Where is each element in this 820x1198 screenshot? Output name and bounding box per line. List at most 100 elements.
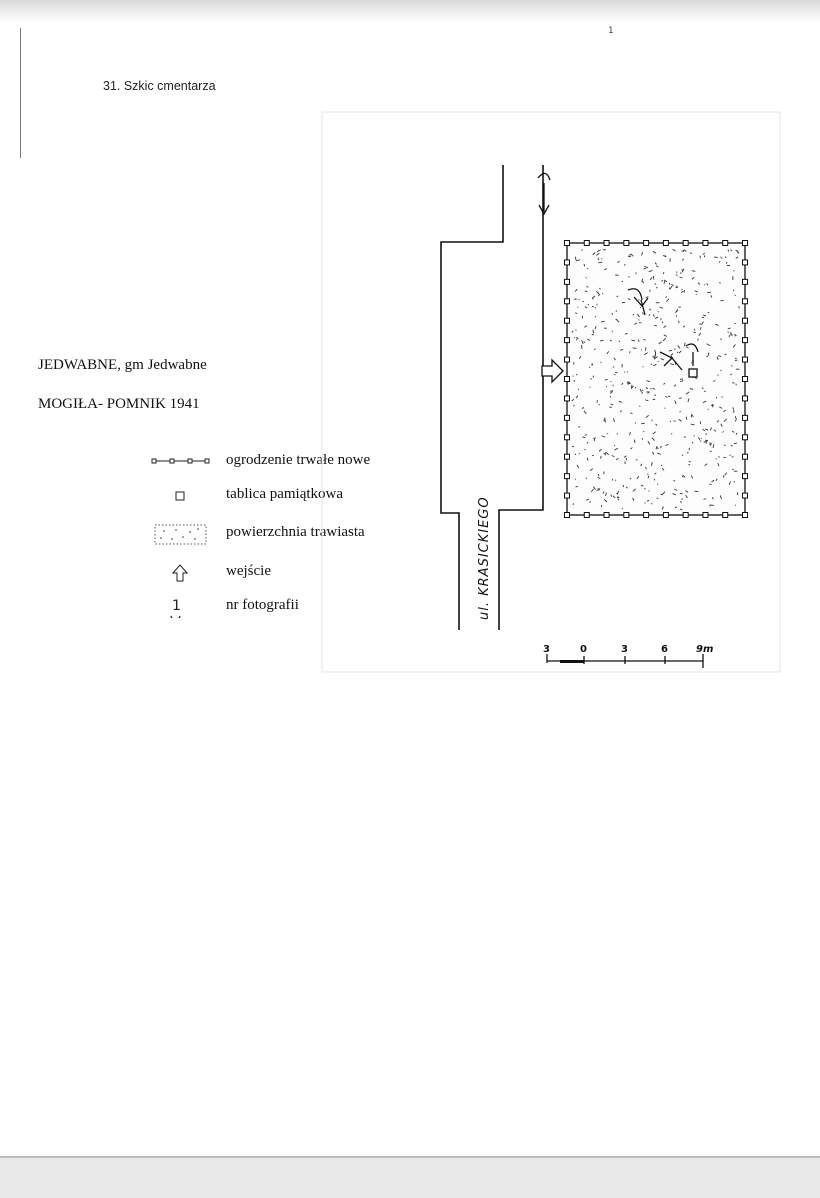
grass-mark — [663, 279, 668, 283]
grass-mark — [678, 350, 682, 354]
grass-mark — [614, 371, 618, 374]
grass-mark — [712, 444, 715, 449]
grass-mark — [630, 384, 633, 389]
grass-mark — [695, 293, 697, 296]
grass-mark — [673, 384, 677, 387]
grass-mark — [654, 349, 657, 353]
fence-post — [564, 317, 570, 324]
grass-mark — [641, 280, 645, 284]
grass-mark — [609, 339, 612, 342]
grass-mark — [689, 252, 692, 254]
grass-mark — [634, 322, 638, 325]
grass-mark — [729, 332, 732, 335]
grass-mark — [575, 312, 578, 314]
grass-mark — [606, 351, 610, 355]
grass-mark — [654, 283, 657, 285]
grass-mark — [583, 341, 586, 344]
grass-mark — [641, 389, 644, 392]
fence-post — [742, 278, 748, 285]
grass-mark — [680, 500, 682, 503]
grass-mark — [672, 248, 676, 252]
grass-mark — [632, 347, 637, 349]
legend-label-fence: ogrodzenie trwałe nowe — [226, 452, 371, 468]
grass-mark — [619, 348, 624, 351]
grass-mark — [616, 496, 619, 499]
grass-mark — [715, 478, 718, 481]
grass-mark — [704, 463, 708, 467]
grass-mark — [661, 491, 666, 495]
grass-mark — [597, 292, 600, 295]
grass-mark — [588, 366, 591, 369]
grass-mark — [596, 489, 600, 491]
grass-mark — [664, 255, 667, 258]
grass-mark — [654, 356, 658, 359]
fence-post — [742, 473, 748, 480]
grass-mark — [572, 503, 575, 506]
grass-mark — [582, 436, 586, 439]
grass-mark — [636, 476, 640, 479]
grass-area — [567, 243, 745, 515]
grass-mark — [701, 387, 704, 389]
grass-mark — [614, 479, 617, 481]
grass-mark — [720, 369, 722, 372]
grass-mark — [571, 398, 575, 402]
grass-mark — [713, 429, 717, 432]
fence-post — [702, 512, 709, 518]
grass-mark — [615, 274, 619, 276]
grass-mark — [730, 249, 733, 252]
grass-mark — [679, 508, 683, 511]
grass-mark — [664, 407, 666, 409]
grass-mark — [592, 329, 595, 334]
fence-post — [662, 240, 669, 246]
grass-mark — [662, 337, 667, 342]
grass-mark — [687, 398, 690, 403]
grass-mark — [728, 334, 731, 338]
fence-post — [564, 492, 570, 499]
grass-mark — [617, 260, 620, 264]
grass-mark — [645, 414, 649, 419]
grass-mark — [715, 396, 718, 399]
grass-mark — [613, 357, 616, 361]
grass-mark — [645, 387, 649, 390]
grass-mark — [573, 379, 576, 382]
grass-mark — [660, 464, 663, 467]
grass-mark — [681, 288, 683, 291]
grass-mark — [578, 298, 580, 301]
grass-mark — [665, 396, 668, 398]
grass-mark — [691, 270, 696, 272]
grass-mark — [640, 463, 643, 467]
grass-mark — [686, 451, 689, 454]
grass-mark — [733, 442, 738, 445]
grass-mark — [699, 440, 702, 442]
grass-mark — [629, 431, 631, 436]
grass-mark — [653, 314, 655, 317]
grass-mark — [674, 400, 677, 405]
grass-mark — [699, 255, 702, 259]
grass-mark — [591, 295, 596, 299]
grass-mark — [574, 453, 577, 456]
grass-mark — [575, 259, 580, 262]
grass-mark — [698, 332, 702, 336]
grass-mark — [597, 477, 601, 479]
grass-mark — [655, 446, 658, 450]
grass-mark — [573, 337, 576, 339]
grass-mark — [702, 428, 706, 432]
grass-mark — [731, 430, 735, 433]
grass-mark — [647, 440, 651, 445]
fence-posts — [564, 240, 748, 518]
grass-mark — [735, 418, 738, 422]
page-heading: 31. Szkic cmentarza — [103, 79, 216, 93]
grass-mark — [589, 501, 591, 503]
grass-mark — [646, 380, 651, 382]
grass-mark — [710, 295, 713, 298]
fence-post — [742, 376, 748, 382]
grass-mark — [627, 255, 632, 258]
grass-mark — [585, 433, 588, 436]
grass-mark — [663, 382, 666, 385]
legend-label-photo: nr fotografii — [226, 597, 299, 613]
grass-mark — [680, 380, 683, 383]
fence-post — [662, 512, 669, 518]
grass-mark — [669, 286, 673, 290]
grass-mark — [627, 381, 631, 383]
grass-mark — [674, 310, 678, 313]
